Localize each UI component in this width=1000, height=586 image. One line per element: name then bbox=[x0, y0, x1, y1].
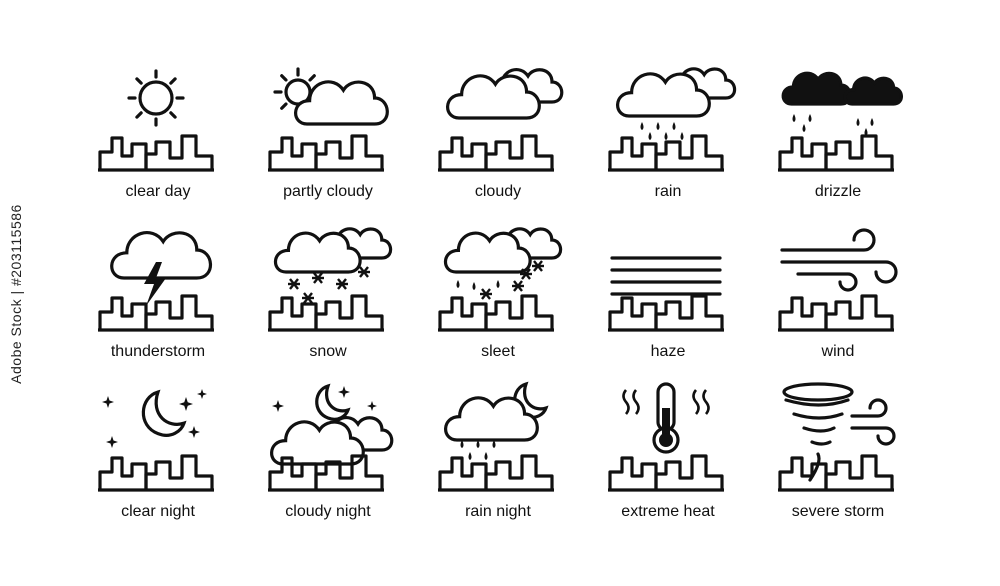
moon-cloud-icon bbox=[268, 383, 394, 492]
weather-icon-tile: sleet bbox=[413, 222, 583, 382]
weather-icon-tile: haze bbox=[583, 222, 753, 382]
icon-label: partly cloudy bbox=[283, 183, 373, 200]
icon-label: cloudy bbox=[474, 183, 522, 200]
weather-icon-tile: drizzle bbox=[753, 62, 923, 222]
sun-cloud-icon bbox=[268, 67, 389, 172]
icon-label: extreme heat bbox=[621, 503, 715, 520]
weather-icon-tile: clear day bbox=[73, 62, 243, 222]
moon-rain-cloud-icon bbox=[438, 381, 554, 492]
moon-stars-icon bbox=[98, 389, 214, 492]
icon-label: thunderstorm bbox=[110, 343, 206, 360]
wind-icon bbox=[778, 228, 898, 332]
haze-icon bbox=[608, 256, 724, 332]
weather-icon-tile: clear night bbox=[73, 382, 243, 542]
weather-icon-tile: rain night bbox=[413, 381, 583, 542]
tornado-icon bbox=[778, 382, 896, 492]
weather-icon-tile: snow bbox=[243, 222, 413, 382]
weather-icon-tile: wind bbox=[753, 222, 923, 382]
weather-icon-tile: cloudy bbox=[413, 62, 583, 222]
icon-label: snow bbox=[309, 343, 347, 360]
weather-icon-tile: extreme heat bbox=[583, 382, 753, 542]
lightning-cloud-icon bbox=[98, 231, 214, 332]
sleet-cloud-icon bbox=[438, 227, 563, 332]
sun-icon bbox=[98, 69, 214, 172]
icon-label: clear day bbox=[125, 183, 191, 200]
clouds-icon bbox=[438, 67, 564, 172]
icon-label: haze bbox=[650, 343, 686, 360]
weather-icon-tile: severe storm bbox=[753, 382, 923, 542]
weather-icon-tile: rain bbox=[583, 62, 753, 222]
weather-icon-tile: cloudy night bbox=[243, 382, 413, 542]
weather-icon-tile: partly cloudy bbox=[243, 62, 413, 222]
snow-cloud-icon bbox=[268, 227, 393, 332]
icon-label: severe storm bbox=[791, 503, 885, 520]
icon-label: wind bbox=[821, 343, 855, 360]
icon-label: rain bbox=[654, 183, 682, 200]
icon-label: rain night bbox=[465, 503, 531, 520]
rain-cloud-icon bbox=[608, 67, 737, 172]
icon-label: sleet bbox=[481, 343, 515, 360]
icon-label: drizzle bbox=[814, 183, 862, 200]
drizzle-cloud-icon bbox=[778, 71, 903, 172]
thermometer-icon bbox=[608, 382, 724, 492]
icon-label: clear night bbox=[121, 503, 195, 520]
stock-id-watermark: Adobe Stock | #203115586 bbox=[8, 204, 24, 384]
icon-label: cloudy night bbox=[285, 503, 371, 520]
weather-icon-tile: thunderstorm bbox=[73, 222, 243, 382]
